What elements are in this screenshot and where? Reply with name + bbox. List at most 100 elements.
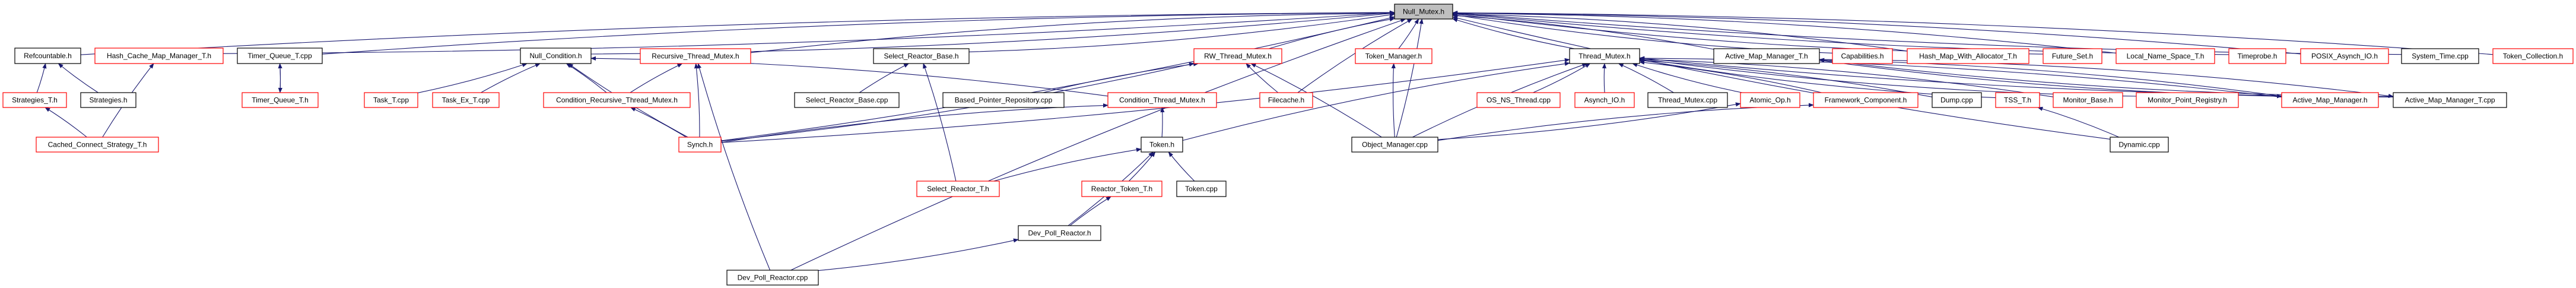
node-token-cpp[interactable]: Token.cpp <box>1176 181 1227 197</box>
node-dump-cpp[interactable]: Dump.cpp <box>1932 92 1982 108</box>
node-box[interactable] <box>2300 48 2389 64</box>
node-local-name-space-t-h[interactable]: Local_Name_Space_T.h <box>2116 48 2215 64</box>
node-active-map-manager-t-h[interactable]: Active_Map_Manager_T.h <box>1713 48 1820 64</box>
node-box[interactable] <box>2 92 67 108</box>
node-thread-mutex-cpp[interactable]: Thread_Mutex.cpp <box>1647 92 1728 108</box>
node-timeprobe-h[interactable]: Timeprobe.h <box>2228 48 2286 64</box>
node-select-reactor-t-h[interactable]: Select_Reactor_T.h <box>916 181 1000 197</box>
node-box[interactable] <box>726 270 819 286</box>
node-task-ex-t-cpp[interactable]: Task_Ex_T.cpp <box>432 92 500 108</box>
node-box[interactable] <box>1740 92 1800 108</box>
node-box[interactable] <box>2393 92 2507 108</box>
node-select-reactor-base-h[interactable]: Select_Reactor_Base.h <box>873 48 970 64</box>
node-box[interactable] <box>942 92 1065 108</box>
node-reactor-token-t-h[interactable]: Reactor_Token_T.h <box>1081 181 1162 197</box>
node-token-collection-h[interactable]: Token_Collection.h <box>2492 48 2574 64</box>
node-dev-poll-reactor-h[interactable]: Dev_Poll_Reactor.h <box>1018 225 1101 241</box>
node-task-t-cpp[interactable]: Task_T.cpp <box>364 92 418 108</box>
node-box[interactable] <box>1394 4 1453 20</box>
node-based-pointer-repository-cpp[interactable]: Based_Pointer_Repository.cpp <box>942 92 1065 108</box>
node-tss-t-h[interactable]: TSS_T.h <box>1995 92 2040 108</box>
node-box[interactable] <box>242 92 319 108</box>
node-refcountable-h[interactable]: Refcountable.h <box>14 48 81 64</box>
node-thread-mutex-h[interactable]: Thread_Mutex.h <box>1569 48 1640 64</box>
node-box[interactable] <box>1907 48 2029 64</box>
node-active-map-manager-h[interactable]: Active_Map_Manager.h <box>2281 92 2379 108</box>
node-os-ns-thread-cpp[interactable]: OS_NS_Thread.cpp <box>1476 92 1561 108</box>
node-box[interactable] <box>2116 48 2215 64</box>
node-box[interactable] <box>2053 92 2123 108</box>
node-timer-queue-t-h[interactable]: Timer_Queue_T.h <box>242 92 319 108</box>
node-dev-poll-reactor-cpp[interactable]: Dev_Poll_Reactor.cpp <box>726 270 819 286</box>
node-strategies-t-h[interactable]: Strategies_T.h <box>2 92 67 108</box>
node-cached-connect-strategy-t-h[interactable]: Cached_Connect_Strategy_T.h <box>36 137 159 153</box>
node-box[interactable] <box>1193 48 1282 64</box>
node-box[interactable] <box>2110 137 2169 153</box>
node-box[interactable] <box>14 48 81 64</box>
node-box[interactable] <box>1832 48 1893 64</box>
node-box[interactable] <box>80 92 136 108</box>
node-box[interactable] <box>1107 92 1217 108</box>
node-box[interactable] <box>2136 92 2239 108</box>
node-monitor-point-registry-h[interactable]: Monitor_Point_Registry.h <box>2136 92 2239 108</box>
node-box[interactable] <box>1574 92 1635 108</box>
node-box[interactable] <box>36 137 159 153</box>
node-box[interactable] <box>1569 48 1640 64</box>
node-condition-recursive-thread-mutex-h[interactable]: Condition_Recursive_Thread_Mutex.h <box>543 92 691 108</box>
node-box[interactable] <box>1081 181 1162 197</box>
node-dynamic-cpp[interactable]: Dynamic.cpp <box>2110 137 2169 153</box>
node-rw-thread-mutex-h[interactable]: RW_Thread_Mutex.h <box>1193 48 1282 64</box>
node-box[interactable] <box>520 48 592 64</box>
node-box[interactable] <box>1141 137 1183 153</box>
node-token-manager-h[interactable]: Token_Manager.h <box>1355 48 1432 64</box>
node-box[interactable] <box>1813 92 1918 108</box>
node-box[interactable] <box>2281 92 2379 108</box>
node-null-condition-h[interactable]: Null_Condition.h <box>520 48 592 64</box>
node-recursive-thread-mutex-h[interactable]: Recursive_Thread_Mutex.h <box>640 48 751 64</box>
node-future-set-h[interactable]: Future_Set.h <box>2043 48 2102 64</box>
node-monitor-base-h[interactable]: Monitor_Base.h <box>2053 92 2123 108</box>
node-select-reactor-base-cpp[interactable]: Select_Reactor_Base.cpp <box>794 92 900 108</box>
node-box[interactable] <box>640 48 751 64</box>
node-box[interactable] <box>916 181 1000 197</box>
node-box[interactable] <box>1018 225 1101 241</box>
node-hash-cache-map-manager-t-h[interactable]: Hash_Cache_Map_Manager_T.h <box>94 48 224 64</box>
node-strategies-h[interactable]: Strategies.h <box>80 92 136 108</box>
node-box[interactable] <box>1476 92 1561 108</box>
node-box[interactable] <box>1995 92 2040 108</box>
node-box[interactable] <box>794 92 900 108</box>
node-box[interactable] <box>1351 137 1438 153</box>
node-synch-h[interactable]: Synch.h <box>678 137 722 153</box>
node-box[interactable] <box>2401 48 2479 64</box>
node-box[interactable] <box>2043 48 2102 64</box>
node-box[interactable] <box>2492 48 2574 64</box>
node-box[interactable] <box>1713 48 1820 64</box>
node-box[interactable] <box>678 137 722 153</box>
node-object-manager-cpp[interactable]: Object_Manager.cpp <box>1351 137 1438 153</box>
node-framework-component-h[interactable]: Framework_Component.h <box>1813 92 1918 108</box>
node-box[interactable] <box>2228 48 2286 64</box>
node-condition-thread-mutex-h[interactable]: Condition_Thread_Mutex.h <box>1107 92 1217 108</box>
node-hash-map-with-allocator-t-h[interactable]: Hash_Map_With_Allocator_T.h <box>1907 48 2029 64</box>
node-box[interactable] <box>94 48 224 64</box>
node-box[interactable] <box>237 48 323 64</box>
node-token-h[interactable]: Token.h <box>1141 137 1183 153</box>
node-atomic-op-h[interactable]: Atomic_Op.h <box>1740 92 1800 108</box>
node-box[interactable] <box>1932 92 1982 108</box>
node-box[interactable] <box>543 92 691 108</box>
node-asynch-io-h[interactable]: Asynch_IO.h <box>1574 92 1635 108</box>
node-box[interactable] <box>1647 92 1728 108</box>
node-filecache-h[interactable]: Filecache.h <box>1259 92 1313 108</box>
node-capabilities-h[interactable]: Capabilities.h <box>1832 48 1893 64</box>
node-null-mutex-h[interactable]: Null_Mutex.h <box>1394 4 1453 20</box>
node-box[interactable] <box>1176 181 1227 197</box>
node-system-time-cpp[interactable]: System_Time.cpp <box>2401 48 2479 64</box>
node-box[interactable] <box>1259 92 1313 108</box>
node-box[interactable] <box>873 48 970 64</box>
node-box[interactable] <box>364 92 418 108</box>
node-box[interactable] <box>1355 48 1432 64</box>
node-timer-queue-t-cpp[interactable]: Timer_Queue_T.cpp <box>237 48 323 64</box>
node-active-map-manager-t-cpp[interactable]: Active_Map_Manager_T.cpp <box>2393 92 2507 108</box>
node-box[interactable] <box>432 92 500 108</box>
node-posix-asynch-io-h[interactable]: POSIX_Asynch_IO.h <box>2300 48 2389 64</box>
